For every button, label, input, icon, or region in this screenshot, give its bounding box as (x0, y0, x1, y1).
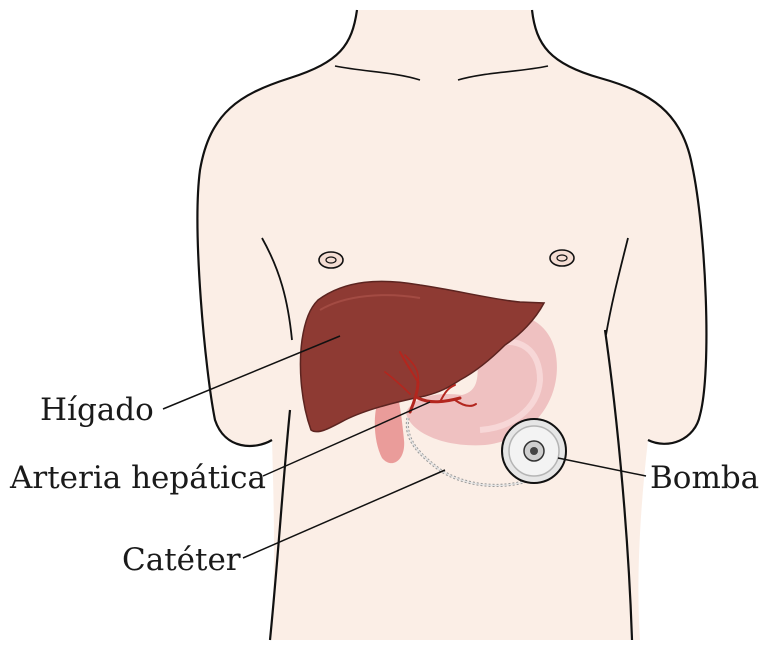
right-nipple (550, 250, 574, 266)
label-pump: Bomba (650, 460, 759, 496)
left-nipple (319, 252, 343, 268)
pump-device (502, 419, 566, 483)
label-artery: Arteria hepática (9, 460, 266, 496)
label-catheter: Catéter (122, 542, 241, 578)
label-liver: Hígado (40, 392, 154, 428)
